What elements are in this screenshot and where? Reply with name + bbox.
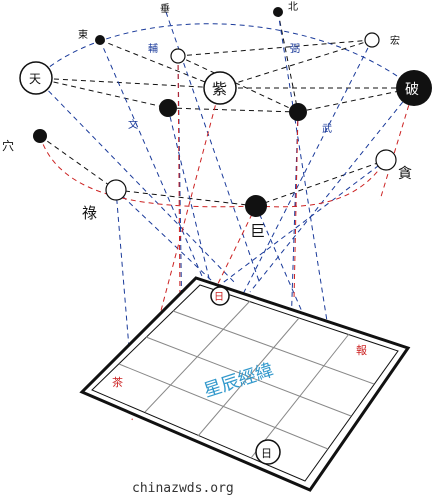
board-bottom-circle-label: 日 [261,447,272,460]
node-jumen [245,195,267,217]
outer-arc [35,23,415,89]
node-xueming [33,129,47,143]
node-dongming [95,35,105,45]
label-hongming: 宏 [390,34,400,47]
label-pojun: 破 [405,82,419,98]
red-rays [39,55,415,421]
label-wenqu: 文 [128,118,138,131]
board-bottom-circle [255,439,281,465]
label-tianming: 天 [29,72,41,86]
label-beiming: 北 [288,1,298,13]
node-lucun [105,179,127,201]
ring-lines [35,11,415,207]
label-chuiming: 垂 [160,3,170,15]
label-lucun: 祿 [82,204,97,222]
node-ziwei [203,71,237,105]
node-wuqu [289,103,307,121]
label-wuqu: 武 [322,122,332,135]
label-xueming: 穴 [2,138,14,153]
node-pojun [396,70,432,106]
board [79,276,411,492]
node-tanlang [375,149,397,171]
node-wenqu [159,99,177,117]
label-ziwei: 紫 [212,80,227,98]
node-tianming [19,61,53,95]
board-right-mark: 報 [356,344,367,357]
node-beiming [273,7,283,17]
label-zuofu: 輔 [148,42,158,55]
label-youbi: 弼 [290,43,300,55]
label-dongming: 東 [78,28,88,41]
board-top-circle [210,286,230,306]
board-left-mark: 茶 [112,376,123,389]
node-zuofu [170,48,186,64]
label-jumen: 巨 [250,222,265,240]
star-nodes [19,7,432,217]
board-top-circle-label: 日 [214,292,224,303]
node-youbi [364,32,380,48]
watermark: chinazwds.org [132,481,234,496]
label-tanlang: 貪 [398,165,412,182]
